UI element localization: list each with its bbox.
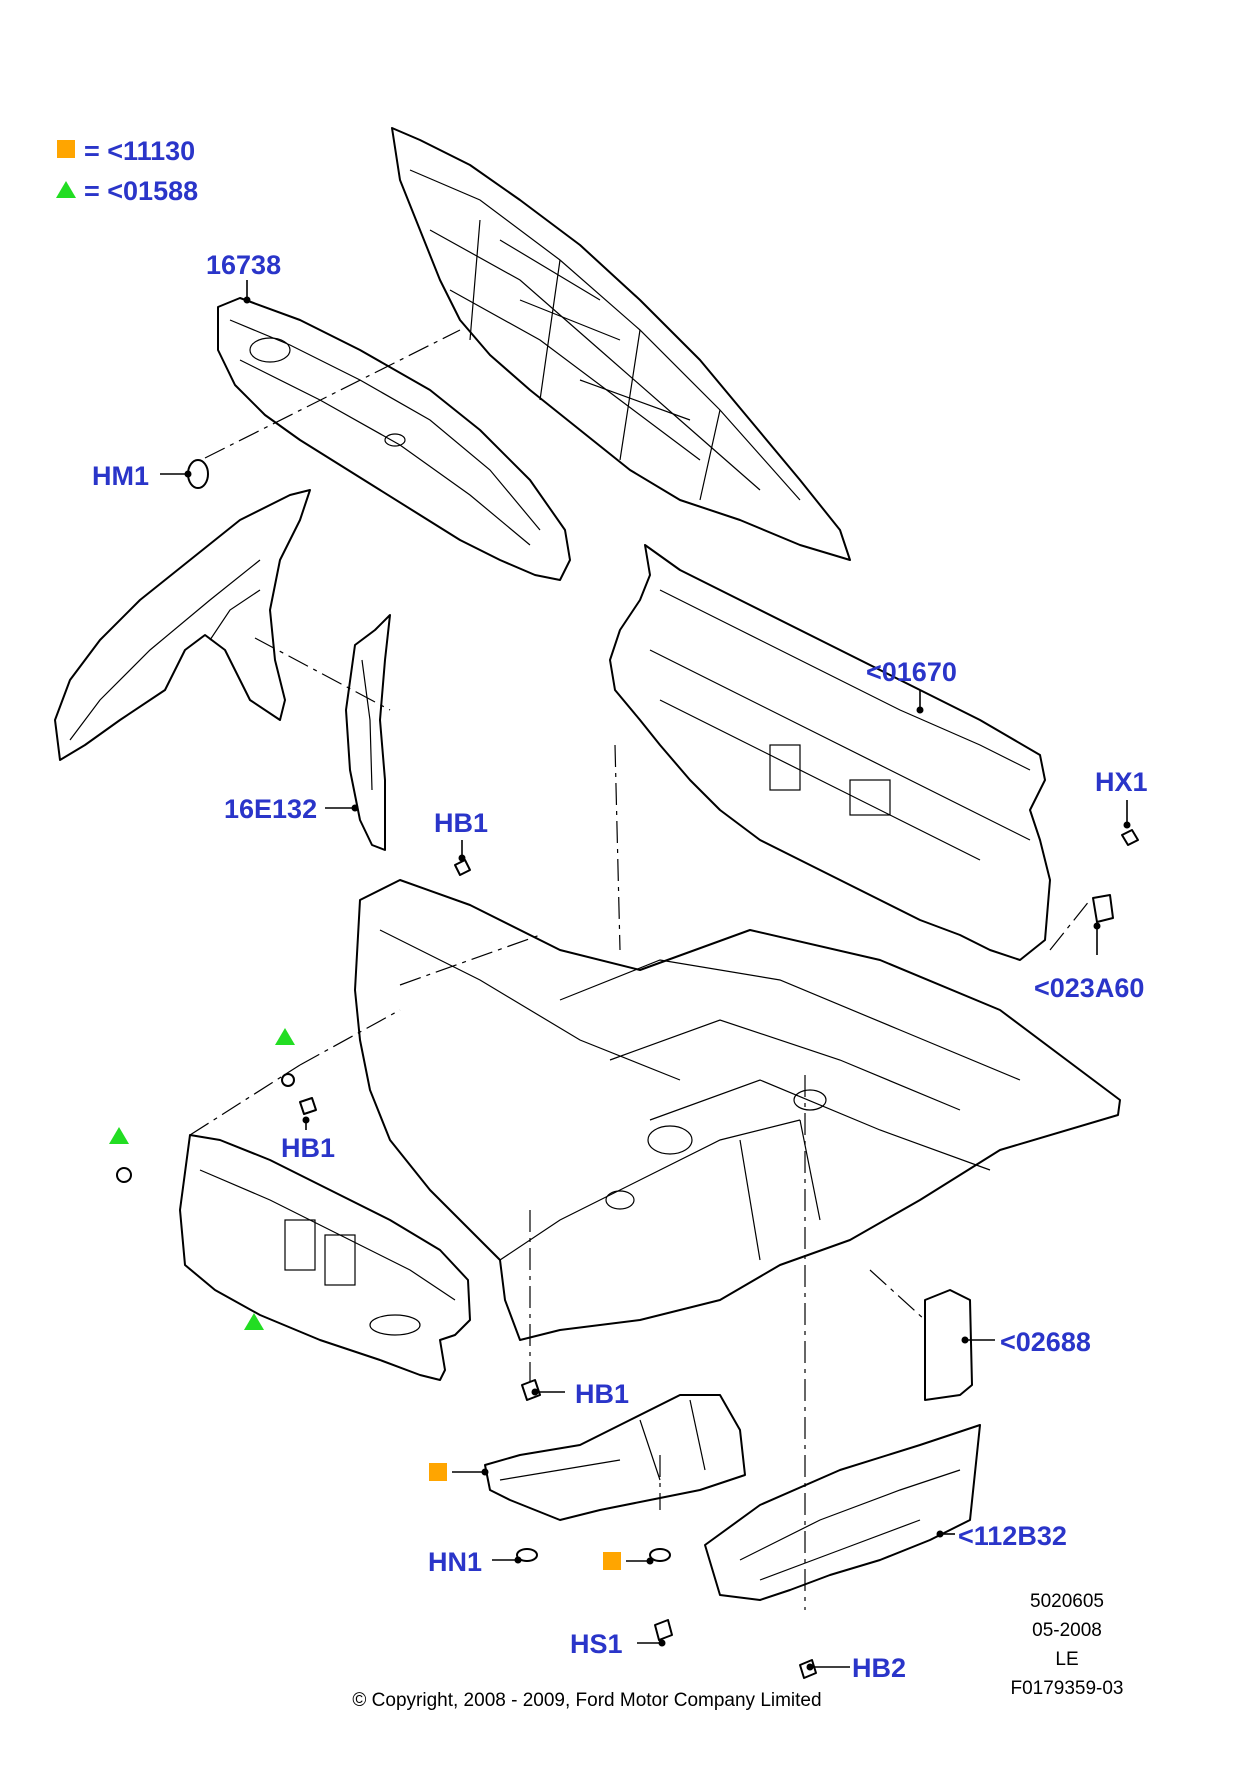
hood-insulator (217, 297, 571, 581)
label-hx1: HX1 (1095, 767, 1148, 797)
reference-line-3: LE (1055, 1649, 1078, 1670)
legend: = <11130 = <01588 (56, 136, 198, 206)
heat-shield-rear (704, 1424, 981, 1601)
label-hn1: HN1 (428, 1547, 482, 1577)
triangle-marker-1 (275, 1028, 295, 1045)
label-02688: <02688 (1000, 1327, 1091, 1357)
hood (391, 127, 851, 561)
legend-triangle-text: = <01588 (84, 176, 198, 206)
label-hb2: HB2 (852, 1653, 906, 1683)
body-floor (354, 879, 1121, 1341)
small-pad (1092, 894, 1114, 923)
label-hs1: HS1 (570, 1629, 623, 1659)
square-marker-2 (603, 1552, 621, 1570)
label-hb1-top: HB1 (434, 808, 488, 838)
reference-line-1: 5020605 (1030, 1591, 1104, 1612)
legend-square-text: = <11130 (84, 136, 195, 166)
label-112b32: <112B32 (958, 1521, 1067, 1551)
legend-square-marker (57, 140, 75, 158)
triangle-marker-2 (109, 1127, 129, 1144)
sound-pad (924, 1289, 973, 1401)
legend-triangle-marker (56, 181, 76, 198)
heat-shield-front (484, 1394, 746, 1521)
label-01670: <01670 (866, 657, 957, 687)
alignment-lines (189, 329, 1091, 1610)
copyright: © Copyright, 2008 - 2009, Ford Motor Com… (352, 1690, 821, 1711)
reference-line-4: F0179359-03 (1010, 1678, 1123, 1699)
fender (54, 489, 311, 761)
square-marker-1 (429, 1463, 447, 1481)
triangle-marker-3 (244, 1313, 264, 1330)
reference-block: 5020605 05-2008 LE F0179359-03 (1010, 1591, 1123, 1699)
label-16e132: 16E132 (224, 794, 317, 824)
label-hb1-left: HB1 (281, 1133, 335, 1163)
label-16738: 16738 (206, 250, 281, 280)
label-hb1-bottom: HB1 (575, 1379, 629, 1409)
dash-insulator (179, 1134, 471, 1381)
cowl-panel (609, 544, 1051, 961)
reference-line-2: 05-2008 (1032, 1620, 1102, 1641)
label-023a60: <023A60 (1034, 973, 1144, 1003)
label-hm1: HM1 (92, 461, 149, 491)
leader-lines (160, 280, 1131, 1671)
fender-apron-panel (345, 614, 391, 851)
part-labels: 16738 HM1 <01670 16E132 HB1 HX1 <023A60 … (92, 250, 1148, 1683)
markers (109, 1028, 621, 1570)
